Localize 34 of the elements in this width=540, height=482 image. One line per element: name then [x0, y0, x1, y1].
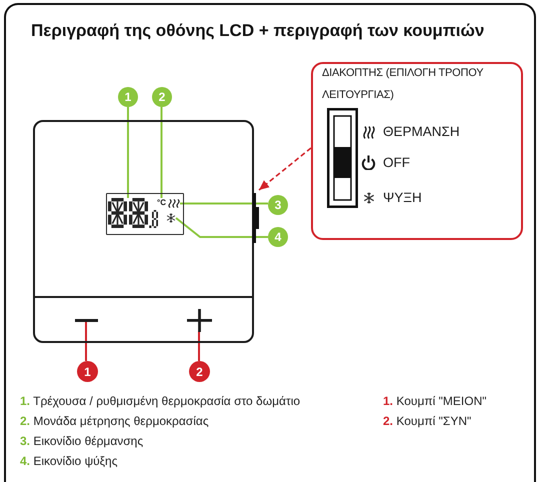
minus-icon	[74, 318, 98, 322]
note-text: 3. Εικονίδιο θέρμανσης	[20, 433, 144, 450]
callout-box	[311, 62, 523, 240]
unit-label: °C	[156, 198, 167, 208]
leader-line	[160, 107, 162, 198]
note-text: 4. Εικονίδιο ψύξης	[20, 453, 118, 470]
snowflake-icon	[166, 213, 176, 223]
mode-label: ΘΕΡΜΑΝΣΗ	[383, 123, 461, 141]
leader-line	[127, 107, 129, 198]
note-text: 2. Κουμπί "ΣΥΝ"	[383, 413, 472, 430]
leader-line	[198, 332, 200, 361]
side-switch	[252, 190, 259, 246]
title: Περιγραφή της οθόνης LCD + περιγραφή των κουμπιών	[31, 20, 484, 42]
callout-number: 4	[268, 227, 288, 247]
arrow	[258, 147, 312, 191]
leader-line	[180, 202, 268, 204]
mode-label: OFF	[383, 154, 411, 172]
callout-number: 2	[189, 361, 210, 382]
callout-number: 1	[118, 87, 138, 107]
note-text: 1. Τρέχουσα / ρυθμισμένη θερμοκρασία στο δωμάτιο	[20, 393, 300, 410]
plus-icon	[186, 308, 212, 332]
segment-digits	[108, 198, 158, 228]
callout-number: 1	[77, 361, 98, 382]
mode-label: ΨΥΞΗ	[383, 189, 423, 207]
callout-number: 3	[268, 195, 288, 215]
heat-waves-icon	[168, 199, 180, 208]
callout-heading: ΔΙΑΚΟΠΤΗΣ (ΕΠΙΛΟΓΗ ΤΡΟΠΟΥ ΛΕΙΤΟΥΡΓΙΑΣ)	[322, 66, 484, 103]
leader-line	[175, 217, 268, 238]
leader-line	[85, 322, 87, 361]
lcd-screen	[106, 192, 184, 234]
thermostat-body	[33, 120, 254, 343]
note-text: 2. Μονάδα μέτρησης θερμοκρασίας	[20, 413, 209, 430]
callout-number: 2	[152, 87, 172, 107]
note-text: 1. Κουμπί "ΜΕΙΟΝ"	[383, 393, 486, 410]
